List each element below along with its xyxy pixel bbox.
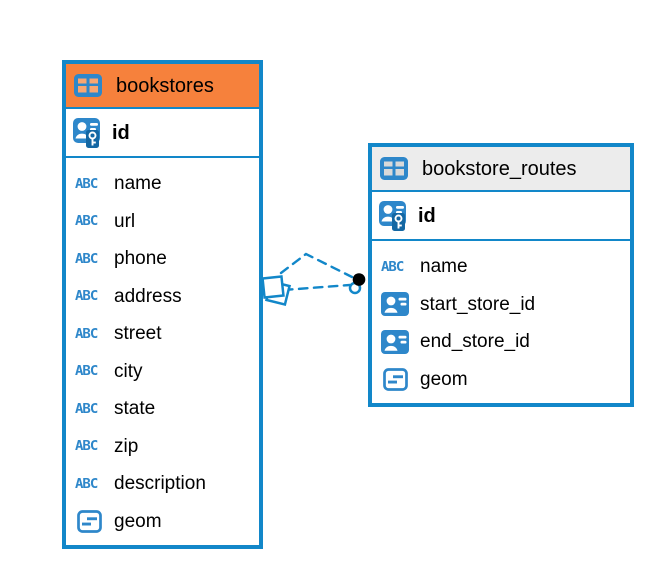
column-name: phone: [114, 248, 167, 270]
column-name: name: [114, 173, 162, 195]
column-name: url: [114, 210, 136, 232]
table-header-bookstores[interactable]: bookstores: [66, 64, 259, 109]
column-name: name: [420, 256, 468, 278]
column-row[interactable]: ABC description: [66, 465, 259, 503]
primary-key-icon: [72, 117, 105, 149]
column-list: ABC name ABC url ABC phone ABC address A…: [66, 158, 259, 545]
column-row[interactable]: ABC name: [66, 165, 259, 203]
table-name: bookstores: [116, 74, 214, 97]
text-type-icon: ABC: [75, 213, 98, 229]
column-row[interactable]: ABC url: [66, 203, 259, 241]
table-icon: [380, 157, 413, 180]
column-name: address: [114, 285, 182, 307]
column-row[interactable]: end_store_id: [372, 323, 630, 361]
table-bookstore-routes[interactable]: bookstore_routes id ABC name: [368, 143, 634, 407]
column-name: zip: [114, 435, 139, 457]
column-row[interactable]: geom: [66, 503, 259, 541]
geometry-type-icon: [381, 367, 414, 391]
relationship-target-marker[interactable]: [348, 273, 366, 295]
text-type-icon: ABC: [75, 363, 98, 379]
table-header-bookstore-routes[interactable]: bookstore_routes: [372, 147, 630, 192]
column-name-pk: id: [112, 121, 130, 144]
column-row[interactable]: ABC street: [66, 315, 259, 353]
column-name: start_store_id: [420, 293, 536, 315]
text-type-icon: ABC: [75, 476, 98, 492]
column-row-pk[interactable]: id: [372, 192, 630, 241]
foreign-key-icon: [381, 329, 414, 354]
column-row[interactable]: geom: [372, 361, 630, 399]
text-type-icon: ABC: [381, 259, 404, 275]
column-name: geom: [420, 368, 468, 390]
column-row[interactable]: start_store_id: [372, 286, 630, 324]
foreign-key-icon: [381, 292, 414, 317]
text-type-icon: ABC: [75, 326, 98, 342]
column-row[interactable]: ABC state: [66, 390, 259, 428]
column-row[interactable]: ABC phone: [66, 240, 259, 278]
text-type-icon: ABC: [75, 288, 98, 304]
table-bookstores[interactable]: bookstores id ABC name ABC url: [62, 60, 263, 549]
geometry-type-icon: [75, 509, 108, 533]
relationship-lines[interactable]: [279, 252, 354, 292]
column-row[interactable]: ABC address: [66, 278, 259, 316]
column-name: street: [114, 323, 162, 345]
relationship-source-marker[interactable]: [261, 275, 292, 307]
column-name: city: [114, 360, 143, 382]
primary-key-icon: [378, 200, 411, 232]
column-name: state: [114, 398, 156, 420]
column-row[interactable]: ABC city: [66, 353, 259, 391]
text-type-icon: ABC: [75, 438, 98, 454]
column-name: geom: [114, 510, 162, 532]
column-list: ABC name start_store_id: [372, 241, 630, 403]
column-row[interactable]: ABC name: [372, 248, 630, 286]
relationship-line-start-store: [279, 252, 354, 279]
text-type-icon: ABC: [75, 251, 98, 267]
column-name: end_store_id: [420, 331, 530, 353]
text-type-icon: ABC: [75, 401, 98, 417]
text-type-icon: ABC: [75, 176, 98, 192]
table-icon: [74, 74, 107, 97]
column-row-pk[interactable]: id: [66, 109, 259, 158]
relationship-line-end-store: [282, 283, 352, 292]
column-name-pk: id: [418, 204, 436, 227]
column-row[interactable]: ABC zip: [66, 428, 259, 466]
column-name: description: [114, 473, 206, 495]
table-name: bookstore_routes: [422, 157, 577, 180]
